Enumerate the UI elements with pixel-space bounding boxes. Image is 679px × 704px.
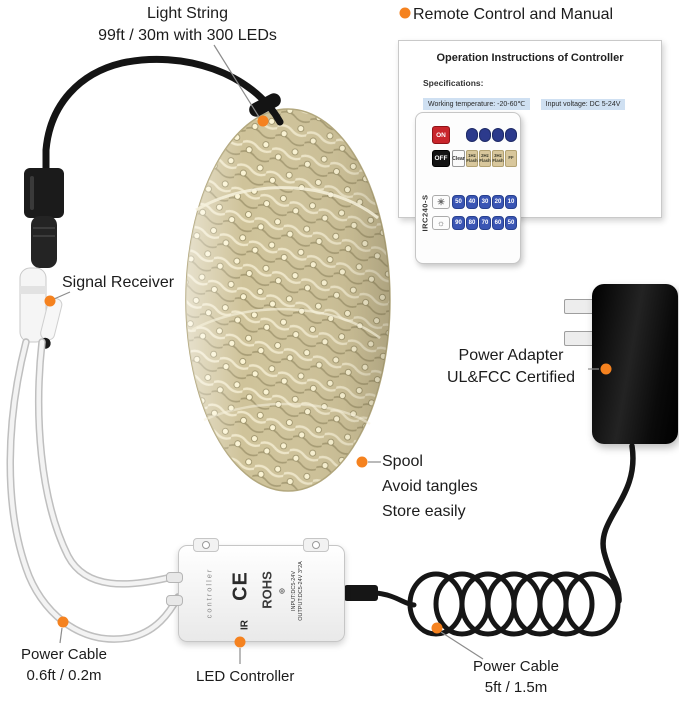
power-adapter-label: Power Adapter UL&FCC Certified [436,345,586,390]
signal-receiver-label: Signal Receiver [62,274,175,291]
remote-off-button: OFF [432,150,450,167]
rohs-label: ROHS [259,571,275,609]
remote-percent-button: 40 [466,195,478,209]
brightness-down-icon: ☼ [432,216,450,230]
leader-line [59,627,63,644]
remote-flash-2hz-button: 2Hz Flash [479,150,491,167]
remote-percent-button: 50 [505,216,517,230]
screw-hole [312,541,320,549]
power-cable-short-label: Power Cable 0.6ft / 0.2m [5,644,123,686]
spool-label-line3: Store easily [382,502,466,520]
spool-image [185,108,391,492]
light-string-lead-cable [42,55,284,176]
power-adapter-label-line2: UL&FCC Certified [446,369,576,387]
remote-percent-button: 30 [479,195,491,209]
light-string-label: Light String 99ft / 30m with 300 LEDs [85,3,290,48]
mounting-tab [193,538,219,552]
power-cable-long-line1: Power Cable [473,658,559,675]
remote-ff-button: FF [505,150,517,167]
spool-label: Spool Avoid tangles Store easily [382,450,478,524]
manual-title: Operation Instructions of Controller [436,52,624,64]
remote-key-button [479,128,491,142]
callout-dot [44,295,56,307]
remote-percent-button: 10 [505,195,517,209]
remote-percent-button: 60 [492,216,504,230]
controller-input-spec: INPUT:DC5-24V [291,570,297,612]
power-cable-short-line1: Power Cable [21,646,107,663]
string-end-cap [249,93,281,117]
power-cable-short-line2: 0.6ft / 0.2m [26,667,102,684]
screw-hole [202,541,210,549]
power-cable-long-label: Power Cable 5ft / 1.5m [452,656,580,698]
ce-mark: CE [229,571,252,601]
cable-strain-relief [166,595,183,606]
signal-receiver-connector [19,168,64,349]
callout-dot [57,616,69,628]
power-adapter-label-line1: Power Adapter [458,347,564,364]
manual-specifications-label: Specifications: [423,78,484,88]
brightness-up-icon: ☀ [432,195,450,209]
remote-percent-button: 20 [492,195,504,209]
led-controller-label: LED Controller [196,668,295,685]
callout-dot [257,115,269,127]
controller-output-spec: OUTPUT:DC5-24V 3*2A [298,561,304,621]
mounting-tab [303,538,329,552]
manual-spec-row: Working temperature: -20-60℃ Input volta… [423,93,661,111]
power-cable-long-line2: 5ft / 1.5m [484,679,548,696]
spool-label-line2: Avoid tangles [382,477,478,495]
manual-input-voltage: Input voltage: DC 5-24V [540,99,626,110]
leader-line [440,631,484,660]
callout-dot [356,456,368,468]
light-string-label-line2: 99ft / 30m with 300 LEDs [98,27,277,45]
light-string-label-line1: Light String [147,5,228,22]
remote-percent-button: 90 [452,216,465,230]
callout-dot [431,622,443,634]
ir-sensor-head [39,297,63,349]
remote-key-button [492,128,504,142]
polarity-icon: ⊕ [277,587,287,595]
remote-percent-button: 50 [452,195,465,209]
leader-line [213,44,260,118]
remote-percent-button: 70 [479,216,491,230]
callout-dot [399,7,411,19]
cable-strain-relief [166,572,183,583]
ir-label: IR [239,620,251,630]
controller-side-label: controller [204,567,214,619]
white-power-cables [6,338,182,643]
manual-working-temperature: Working temperature: -20-60℃ [423,98,531,110]
led-controller: controller CE ROHS IR ⊕ INPUT:DC5-24V OU… [166,538,345,642]
dc-plug [344,585,378,601]
spool-label-line1: Spool [382,453,423,470]
remote-model-label: IRC240-S [420,194,430,232]
remote-manual-label: Remote Control and Manual [413,6,614,23]
remote-percent-button: 80 [466,216,478,230]
remote-key-button [466,128,478,142]
instruction-manual: Operation Instructions of Controller Spe… [398,40,662,218]
remote-control: IRC240-S ON OFF Clear 1Hz Flash 2Hz Flas… [415,112,521,264]
remote-on-button: ON [432,126,450,144]
remote-flash-3hz-button: 3Hz Flash [492,150,504,167]
remote-clear-button: Clear [452,150,465,167]
power-adapter [592,284,678,444]
remote-flash-1hz-button: 1Hz Flash [466,150,478,167]
remote-key-button [505,128,517,142]
